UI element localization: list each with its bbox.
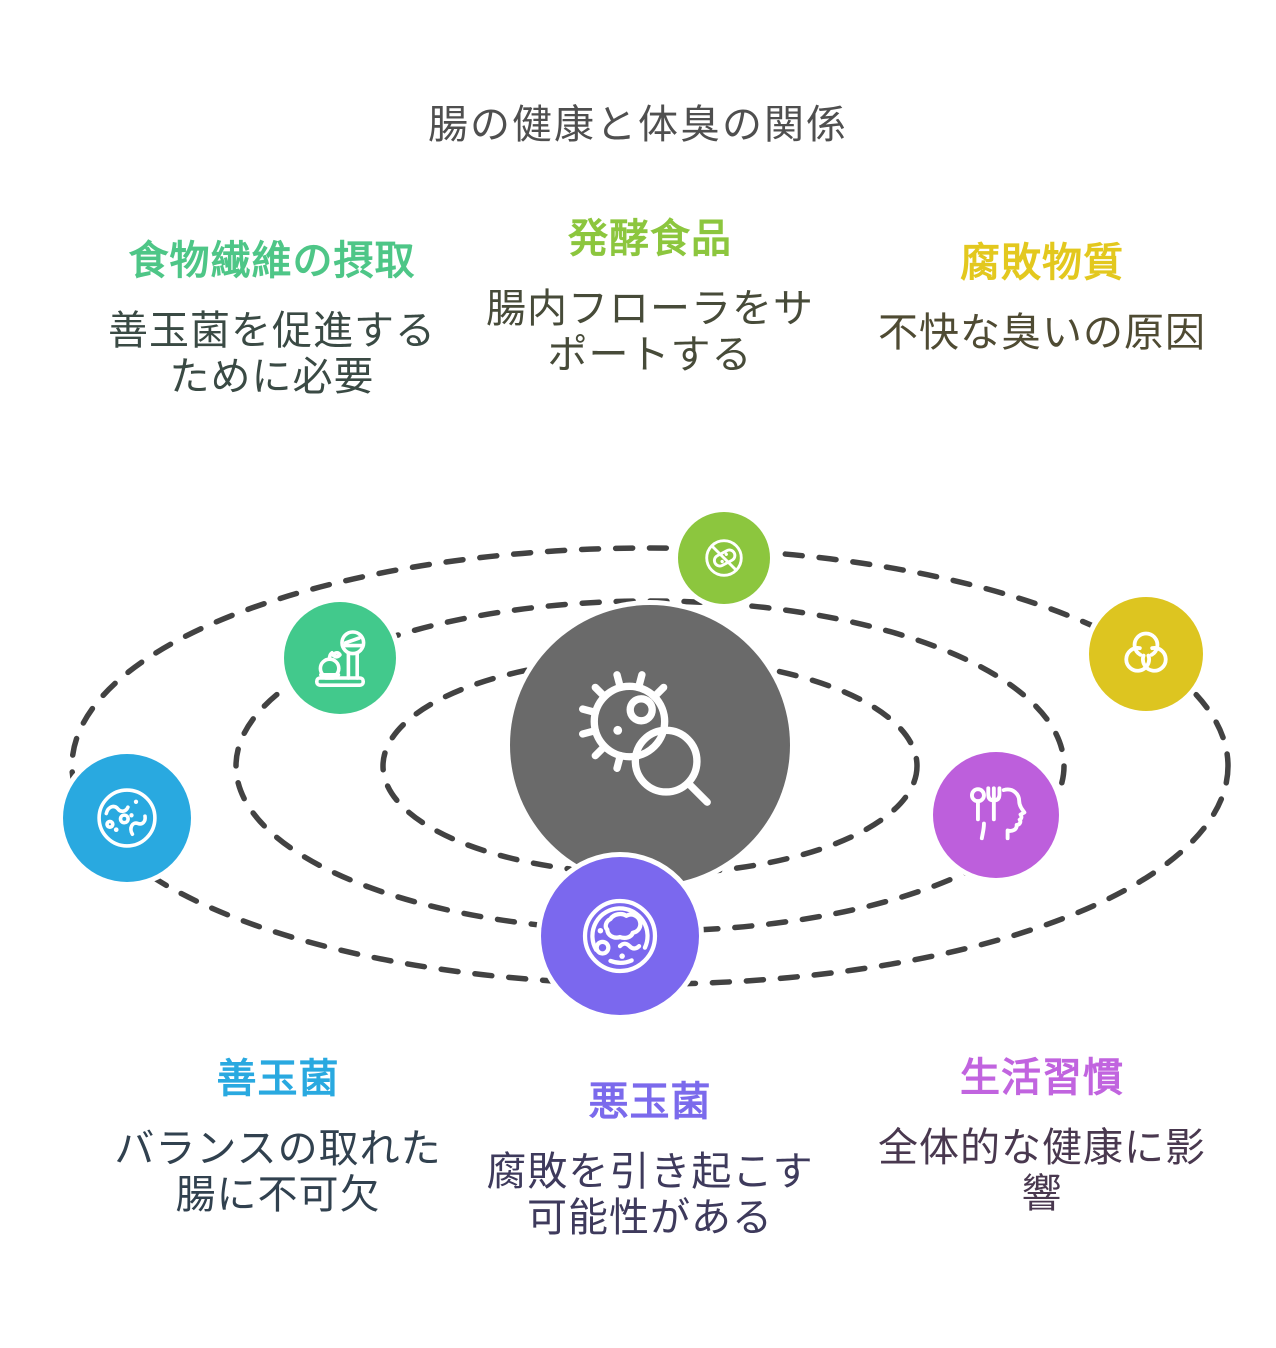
topic-bad-bacteria-body: 腐敗を引き起こす 可能性がある — [486, 1149, 814, 1241]
petri-colony-icon — [582, 898, 658, 974]
topic-putrefactive-body: 不快な臭いの原因 — [878, 310, 1206, 356]
hub-gut-microbe — [510, 605, 790, 885]
topic-good-bacteria: 善玉菌 バランスの取れた 腸に不可欠 — [58, 1056, 498, 1218]
node-fermented-foods — [678, 512, 770, 604]
topic-lifestyle-heading: 生活習慣 — [960, 1055, 1124, 1101]
diet-face-icon — [969, 786, 1027, 841]
topic-putrefactive-heading: 腐敗物質 — [960, 240, 1124, 286]
topic-fermented-heading: 発酵食品 — [568, 216, 732, 262]
food-scale-icon — [315, 630, 366, 687]
topic-putrefactive: 腐敗物質 不快な臭いの原因 — [822, 240, 1262, 356]
topic-lifestyle: 生活習慣 全体的な健康に影 響 — [822, 1055, 1262, 1217]
topic-fermented-body: 腸内フローラをサ ポートする — [486, 286, 814, 378]
topic-fiber-heading: 食物繊維の摂取 — [128, 238, 416, 284]
topic-good-bacteria-heading: 善玉菌 — [216, 1056, 340, 1102]
topic-fiber-body: 善玉菌を促進する ために必要 — [108, 308, 436, 400]
node-lifestyle — [933, 752, 1059, 878]
topic-fiber: 食物繊維の摂取 善玉菌を促進する ために必要 — [52, 238, 492, 400]
node-bad-bacteria — [541, 857, 699, 1015]
topic-bad-bacteria-heading: 悪玉菌 — [588, 1079, 712, 1125]
topic-lifestyle-body: 全体的な健康に影 響 — [878, 1125, 1206, 1217]
no-bacteria-icon — [705, 539, 743, 577]
microbe-magnifier-icon — [579, 671, 711, 806]
biohazard-icon — [1124, 631, 1168, 673]
node-dietary-fiber — [284, 602, 396, 714]
page-title: 腸の健康と体臭の関係 — [428, 102, 848, 148]
topic-fermented-foods: 発酵食品 腸内フローラをサ ポートする — [430, 216, 870, 378]
topic-bad-bacteria: 悪玉菌 腐敗を引き起こす 可能性がある — [430, 1079, 870, 1241]
node-good-bacteria — [63, 754, 191, 882]
node-putrefactive-substance — [1089, 597, 1203, 711]
topic-good-bacteria-body: バランスの取れた 腸に不可欠 — [114, 1126, 442, 1218]
petri-dish-icon — [97, 788, 157, 848]
